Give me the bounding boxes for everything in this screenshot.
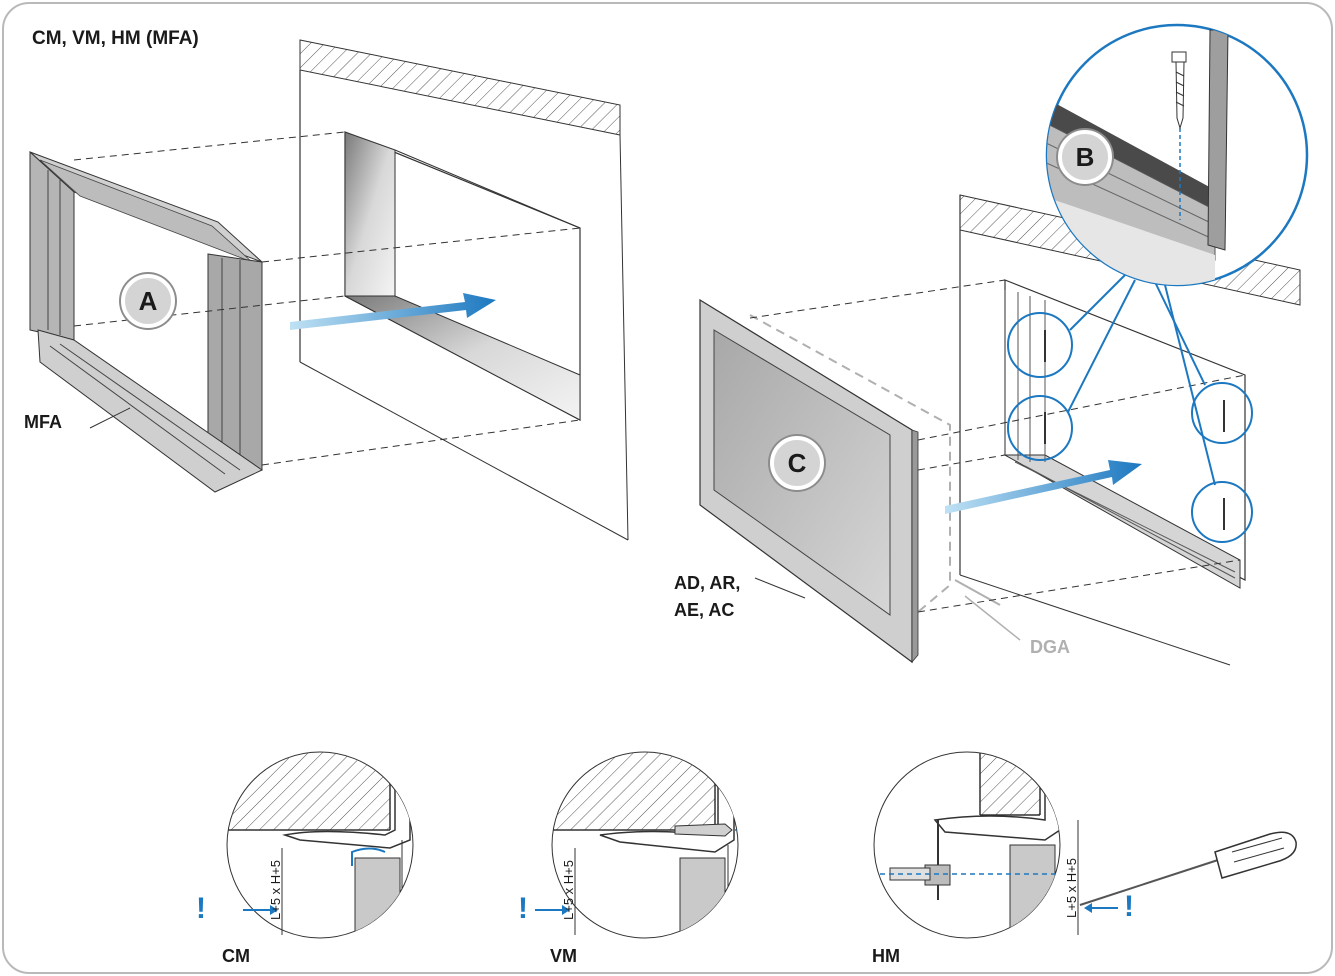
- screwdriver-icon: [1079, 831, 1297, 906]
- dimension-cm: L+5 x H+5: [268, 860, 283, 920]
- detail-b-zoom: [1045, 23, 1309, 287]
- warning-cm-icon: !: [196, 892, 206, 925]
- mfa-frame: [29, 150, 264, 493]
- warning-vm-icon: !: [518, 892, 528, 925]
- detail-circles: [1007, 274, 1253, 543]
- dimension-vm: L+5 x H+5: [561, 860, 576, 920]
- leader-mfa: [89, 407, 131, 429]
- label-dga: DGA: [1030, 637, 1070, 657]
- wall-left: [299, 39, 629, 541]
- insert-arrow-right: [945, 460, 1142, 514]
- label-vm: VM: [550, 946, 577, 966]
- callout-b: B: [1058, 130, 1112, 184]
- label-mfa: MFA: [24, 412, 62, 432]
- screw-marks: [1044, 330, 1225, 530]
- label-grille-line2: AE, AC: [674, 600, 735, 620]
- projection-lines-left: [73, 131, 581, 466]
- label-grille-line1: AD, AR,: [674, 573, 741, 593]
- detail-cm: [226, 751, 414, 939]
- warning-hm-icon: !: [1124, 890, 1134, 923]
- label-hm: HM: [872, 946, 900, 966]
- callout-c: C: [770, 436, 824, 490]
- label-cm: CM: [222, 946, 250, 966]
- callout-a: A: [121, 274, 175, 328]
- dimension-hm: L+5 x H+5: [1064, 858, 1079, 918]
- leader-grille: [754, 577, 806, 599]
- page-title: CM, VM, HM (MFA): [32, 28, 199, 49]
- insert-arrow-left: [290, 293, 496, 330]
- leader-dga: [964, 595, 1021, 641]
